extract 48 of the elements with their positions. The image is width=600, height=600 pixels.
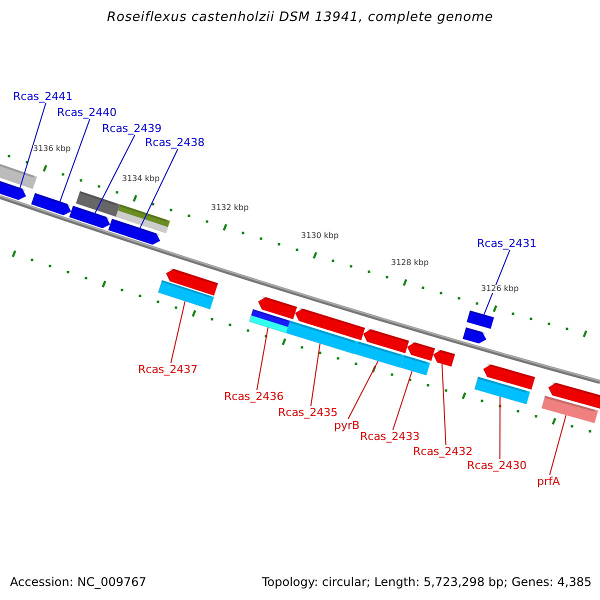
leader-line [20,102,46,188]
map-title: Roseiflexus castenholzii DSM 13941, complete genome [107,11,494,24]
leader-line [348,360,378,420]
leader-line [549,414,566,476]
feature-bar [286,320,358,354]
genome-stats-text: Topology: circular; Length: 5,723,298 bp; Genes: 4,385 [262,576,592,588]
feature-bar [249,309,290,334]
leader-line [256,326,268,390]
gene-label: Rcas_2433 [360,431,420,442]
leader-line [94,134,136,214]
gene-bar [108,218,160,245]
leader-line [442,363,446,446]
leader-line [392,370,412,430]
leader-line [140,148,178,228]
scale-label: 3128 kbp [391,258,429,267]
gene-bar [69,206,110,228]
scale-label: 3126 kbp [481,285,519,294]
scale-label: 3134 kbp [122,174,160,183]
gene-label: Rcas_2437 [138,364,198,375]
accession-text: Accession: NC_009767 [10,576,146,588]
gene-label: prfA [537,476,560,487]
gene-label: Rcas_2436 [224,391,284,402]
leader-line [170,300,186,364]
feature-bar [400,355,430,376]
gene-label: Rcas_2435 [278,407,338,418]
leader-line [499,396,500,460]
feature-bar [466,310,494,329]
gene-bar [0,179,26,200]
scale-label: 3130 kbp [301,232,339,240]
leader-line [60,118,90,202]
gene-label: Rcas_2439 [102,123,162,134]
gene-label: pyrB [334,420,360,431]
gene-bar [31,192,72,216]
feature-bar [474,376,530,404]
feature-bar [158,280,214,310]
scale-label: 3132 kbp [211,204,249,212]
gene-label: Rcas_2430 [467,460,527,471]
gene-label: Rcas_2432 [413,446,473,457]
leader-line [484,250,510,316]
scale-label: 3136 kbp [33,145,71,154]
gene-label: Rcas_2440 [57,107,117,118]
feature-bar [542,396,598,424]
gene-label: Rcas_2431 [477,238,537,249]
gene-label: Rcas_2438 [145,137,205,148]
gene-label: Rcas_2441 [13,91,73,102]
gene-bar [433,349,455,367]
feature-bar [354,341,404,368]
leader-line [310,343,320,406]
